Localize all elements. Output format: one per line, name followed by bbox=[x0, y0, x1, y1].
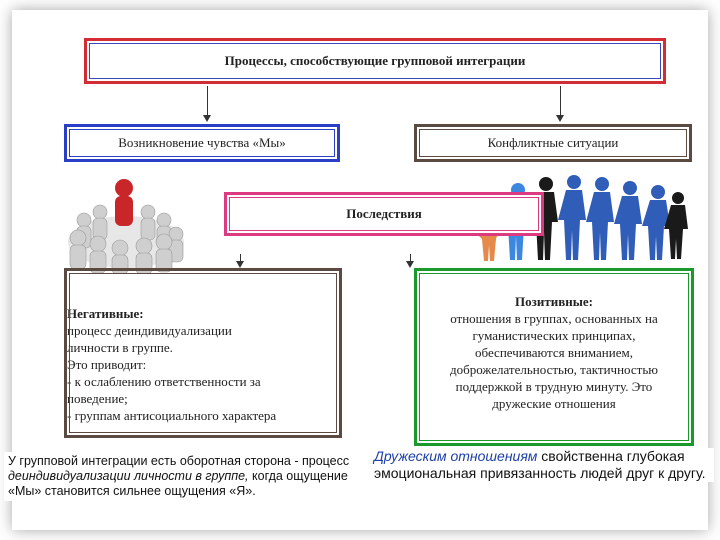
crowd-circle-illustration bbox=[68, 179, 184, 274]
caption-right: Дружеским отношениям свойственна глубока… bbox=[374, 448, 714, 482]
negative-line: личности в группе. bbox=[67, 339, 173, 355]
arrow-to-negative bbox=[236, 254, 244, 268]
positive-heading: Позитивные: bbox=[515, 294, 593, 309]
arrow-to-positive bbox=[406, 254, 414, 268]
positive-line: обеспечиваются вниманием, bbox=[475, 345, 633, 360]
conflict-text: Конфликтные ситуации bbox=[487, 135, 619, 150]
we-feeling-text: Возникновение чувства «Мы» bbox=[118, 135, 286, 150]
negative-line: Это приводит: bbox=[67, 356, 147, 372]
positive-line: отношения в группах, основанных на bbox=[450, 311, 658, 326]
caption-right-rest: свойственна глубокая эмоциональная привя… bbox=[374, 448, 706, 481]
positive-box: Позитивные: отношения в группах, основан… bbox=[414, 268, 694, 446]
negative-line: - к ослаблению ответственности за bbox=[67, 373, 261, 389]
negative-line: - группам антисоциального характера bbox=[67, 407, 277, 423]
caption-left-italic: деиндивидуализации личности в группе, bbox=[8, 469, 249, 483]
positive-line: дружеские отношения bbox=[492, 396, 616, 411]
negative-heading: Негативные: bbox=[67, 305, 144, 321]
title-box: Процессы, способствующие групповой интег… bbox=[84, 38, 666, 84]
arrow-title-to-we bbox=[203, 86, 211, 122]
negative-line: поведение; bbox=[67, 390, 128, 406]
arrow-title-to-conflict bbox=[556, 86, 564, 122]
caption-right-italic: Дружеским отношениям bbox=[374, 448, 538, 464]
caption-left-part2: когда ощущение «Мы» становится сильнее о… bbox=[8, 469, 348, 498]
caption-left: У групповой интеграции есть оборотная ст… bbox=[4, 452, 367, 501]
positive-line: поддержкой в трудную минуту. Это bbox=[455, 379, 653, 394]
caption-left-part1: У групповой интеграции есть оборотная ст… bbox=[8, 454, 350, 468]
we-feeling-box: Возникновение чувства «Мы» bbox=[64, 124, 340, 162]
consequences-box: Последствия bbox=[224, 192, 544, 236]
negative-box: Негативные: процесс деиндивидуализации л… bbox=[64, 268, 342, 438]
conflict-box: Конфликтные ситуации bbox=[414, 124, 692, 162]
negative-line: процесс деиндивидуализации bbox=[67, 322, 232, 338]
consequences-text: Последствия bbox=[346, 206, 422, 221]
positive-line: доброжелательностью, тактичностью bbox=[450, 362, 658, 377]
title-text: Процессы, способствующие групповой интег… bbox=[224, 53, 526, 68]
positive-line: гуманистических принципах, bbox=[472, 328, 636, 343]
slide: Процессы, способствующие групповой интег… bbox=[4, 10, 714, 530]
